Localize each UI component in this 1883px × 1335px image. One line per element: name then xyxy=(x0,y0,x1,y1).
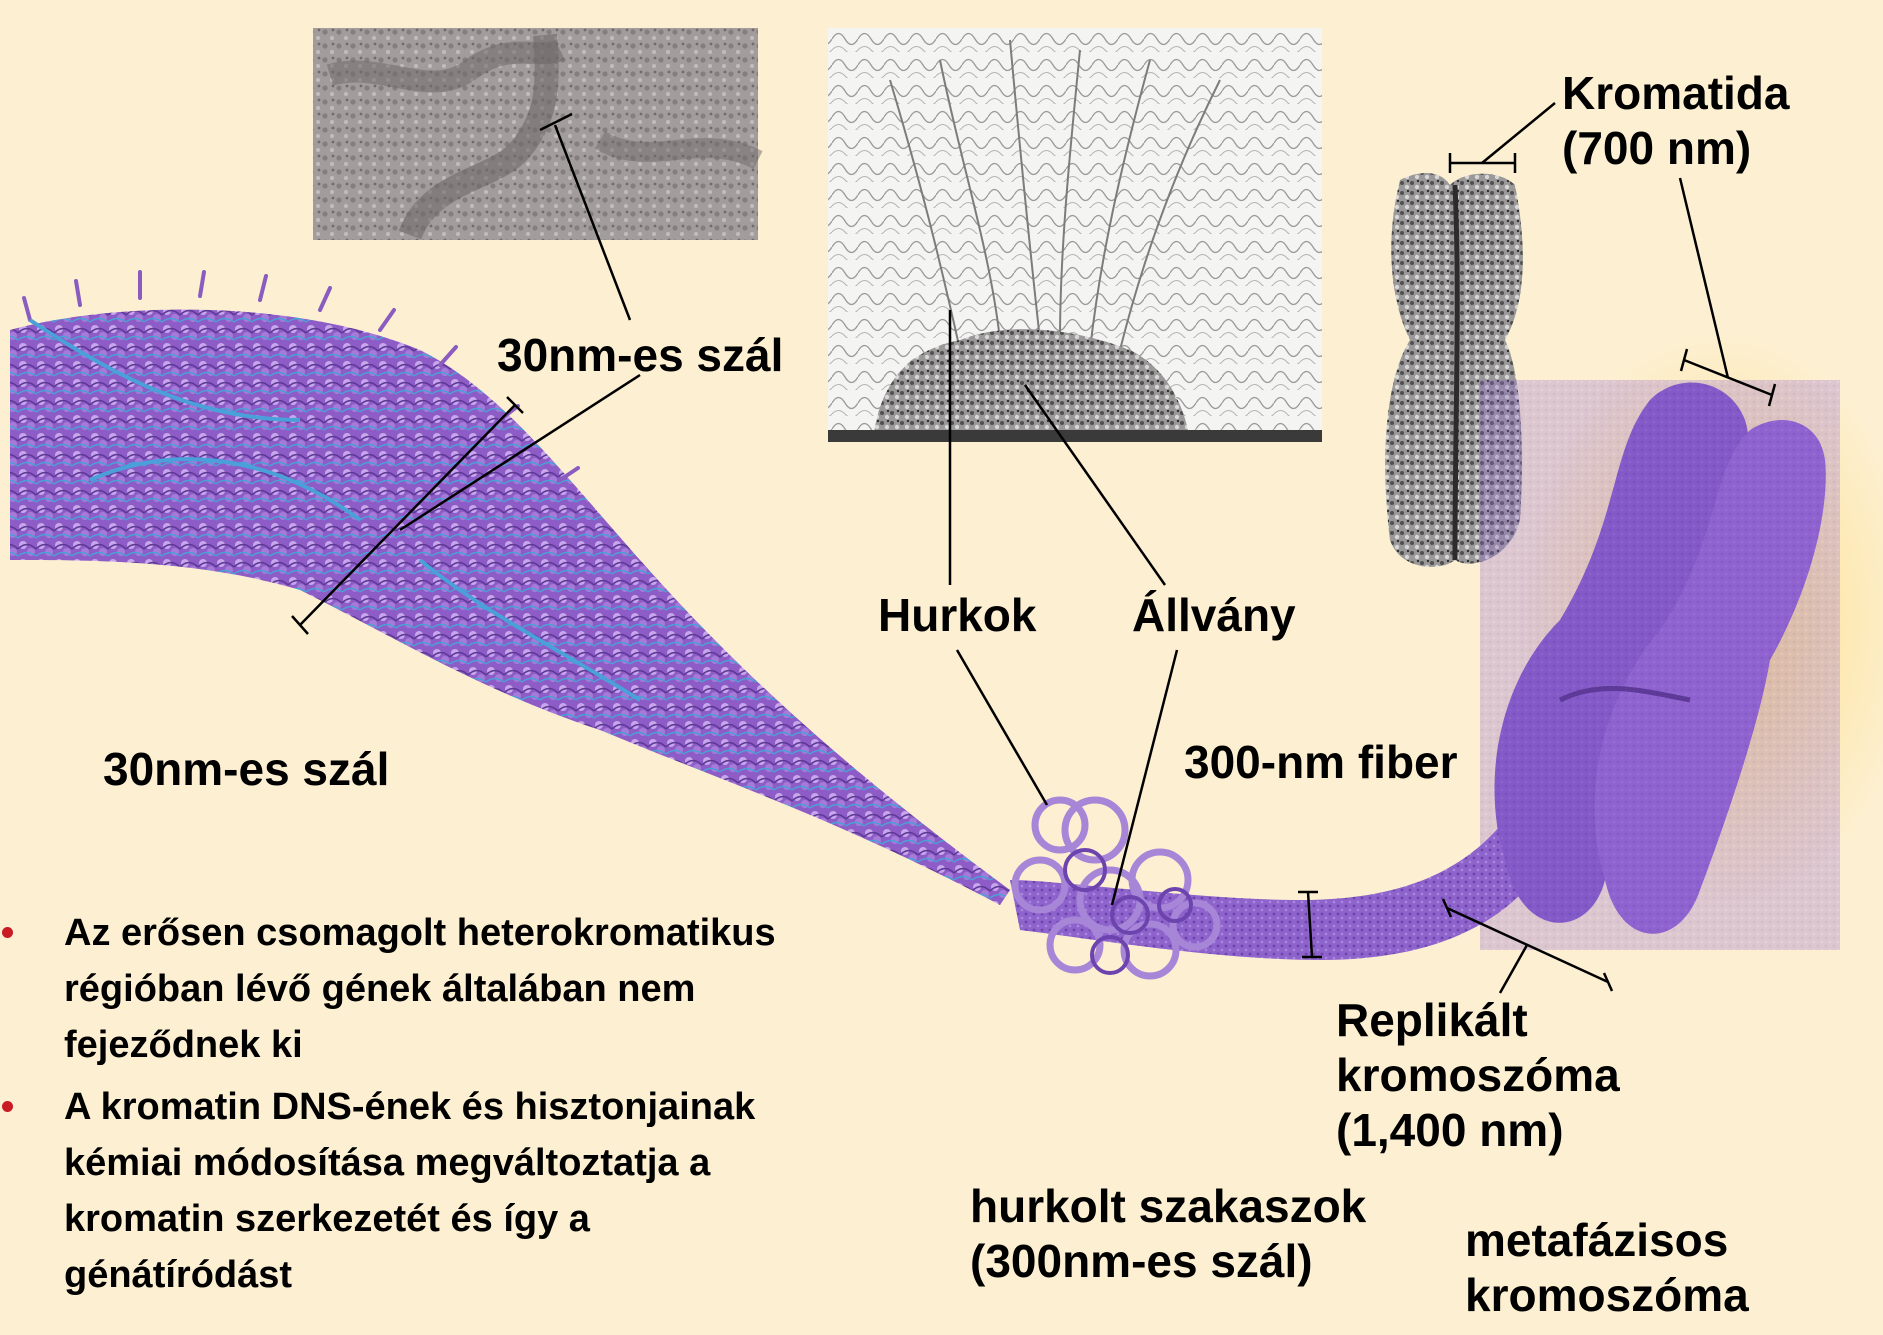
metaphase-chromosome-illustration xyxy=(1480,380,1840,950)
bullet-item: Az erősen csomagolt heterokromatikus rég… xyxy=(64,905,776,1073)
label-metaphase-chromosome: metafázisos kromoszóma xyxy=(1465,1213,1749,1323)
label-looped-domains: hurkolt szakaszok (300nm-es szál) xyxy=(970,1179,1366,1289)
label-300nm-fiber: 300-nm fiber xyxy=(1184,735,1458,790)
label-replicated-chromosome: Replikált kromoszóma (1,400 nm) xyxy=(1336,993,1620,1159)
bullet-item: A kromatin DNS-ének és hisztonjainak kém… xyxy=(64,1079,776,1303)
label-30nm-fiber-top: 30nm-es szál xyxy=(497,328,783,383)
label-chromatid: Kromatida (700 nm) xyxy=(1562,66,1789,176)
label-loops: Hurkok xyxy=(878,588,1036,643)
loops-scaffold-micrograph xyxy=(828,28,1322,442)
looped-domains-illustration xyxy=(1010,800,1560,976)
label-scaffold: Állvány xyxy=(1132,588,1296,643)
fiber30-micrograph xyxy=(313,28,758,240)
label-30nm-fiber-left: 30nm-es szál xyxy=(103,742,389,797)
bullet-list: Az erősen csomagolt heterokromatikus rég… xyxy=(64,905,776,1303)
